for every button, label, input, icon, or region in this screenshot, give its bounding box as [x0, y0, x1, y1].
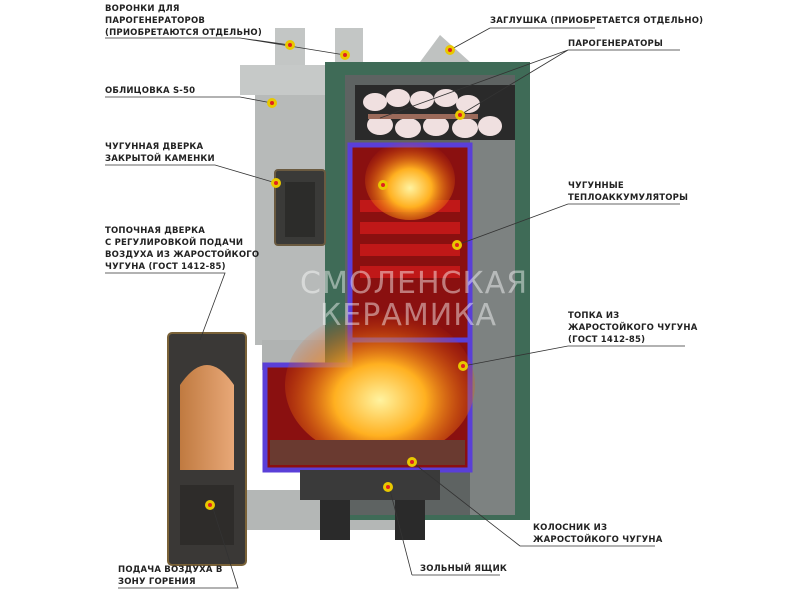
- label-line: ОБЛИЦОВКА S-50: [105, 86, 196, 96]
- label-line: С РЕГУЛИРОВКОЙ ПОДАЧИ: [105, 238, 244, 248]
- label-line: (ПРИОБРЕТАЮТСЯ ОТДЕЛЬНО): [105, 28, 262, 38]
- label-line: ЗОЛЬНЫЙ ЯЩИК: [420, 564, 508, 574]
- label-line: ПОДАЧА ВОЗДУХА В: [118, 565, 223, 575]
- label-stone-door: ЧУГУННАЯ ДВЕРКА ЗАКРЫТОЙ КАМЕНКИ: [105, 141, 215, 165]
- sauna-stones: [363, 89, 502, 138]
- label-line: ТЕПЛОАККУМУЛЯТОРЫ: [568, 193, 689, 203]
- label-plug: ЗАГЛУШКА (ПРИОБРЕТАЕТСЯ ОТДЕЛЬНО): [490, 15, 703, 27]
- label-line: ВОЗДУХА ИЗ ЖАРОСТОЙКОГО: [105, 250, 260, 260]
- label-line: ТОПОЧНАЯ ДВЕРКА: [105, 226, 206, 236]
- ash-box: [300, 470, 440, 500]
- steam-generator-pipe: [368, 114, 478, 119]
- label-steam-generators: ПАРОГЕНЕРАТОРЫ: [568, 38, 663, 50]
- logs: [270, 440, 465, 465]
- label-ash-box: ЗОЛЬНЫЙ ЯЩИК: [420, 563, 507, 575]
- label-line: ЗОНУ ГОРЕНИЯ: [118, 577, 196, 587]
- label-line: ЖАРОСТОЙКОГО ЧУГУНА: [533, 535, 663, 545]
- label-air-supply: ПОДАЧА ВОЗДУХА В ЗОНУ ГОРЕНИЯ: [118, 564, 223, 588]
- label-line: КОЛОСНИК ИЗ: [533, 523, 608, 533]
- label-line: ПАРОГЕНЕРАТОРЫ: [568, 39, 663, 49]
- label-heat-accumulators: ЧУГУННЫЕ ТЕПЛОАККУМУЛЯТОРЫ: [568, 180, 688, 204]
- label-line: ЗАГЛУШКА (ПРИОБРЕТАЕТСЯ ОТДЕЛЬНО): [490, 16, 704, 26]
- label-line: ВОРОНКИ ДЛЯ: [105, 4, 180, 14]
- label-line: ТОПКА ИЗ: [568, 311, 620, 321]
- label-firebox: ТОПКА ИЗ ЖАРОСТОЙКОГО ЧУГУНА (ГОСТ 1412-85…: [568, 310, 697, 346]
- funnels: [275, 28, 470, 68]
- leader-lines: [105, 27, 685, 589]
- watermark-line: СМОЛЕНСКАЯ: [300, 266, 529, 301]
- label-line: ПАРОГЕНЕРАТОРОВ: [105, 16, 206, 26]
- label-funnels: ВОРОНКИ ДЛЯ ПАРОГЕНЕРАТОРОВ (ПРИОБРЕТАЮТСЯ…: [105, 3, 262, 39]
- label-line: (ГОСТ 1412-85): [568, 335, 646, 345]
- label-cladding: ОБЛИЦОВКА S-50: [105, 85, 195, 97]
- label-fire-door: ТОПОЧНАЯ ДВЕРКА С РЕГУЛИРОВКОЙ ПОДАЧИ ВОЗД…: [105, 225, 259, 273]
- markers: [205, 40, 468, 510]
- watermark-line: КЕРАМИКА: [320, 298, 498, 333]
- label-line: ЗАКРЫТОЙ КАМЕНКИ: [105, 154, 215, 164]
- label-line: ЧУГУНА (ГОСТ 1412-85): [105, 262, 226, 272]
- label-line: ЖАРОСТОЙКОГО ЧУГУНА: [568, 323, 698, 333]
- label-grate: КОЛОСНИК ИЗ ЖАРОСТОЙКОГО ЧУГУНА: [533, 522, 662, 546]
- label-line: ЧУГУННЫЕ: [568, 181, 624, 191]
- label-line: ЧУГУННАЯ ДВЕРКА: [105, 142, 204, 152]
